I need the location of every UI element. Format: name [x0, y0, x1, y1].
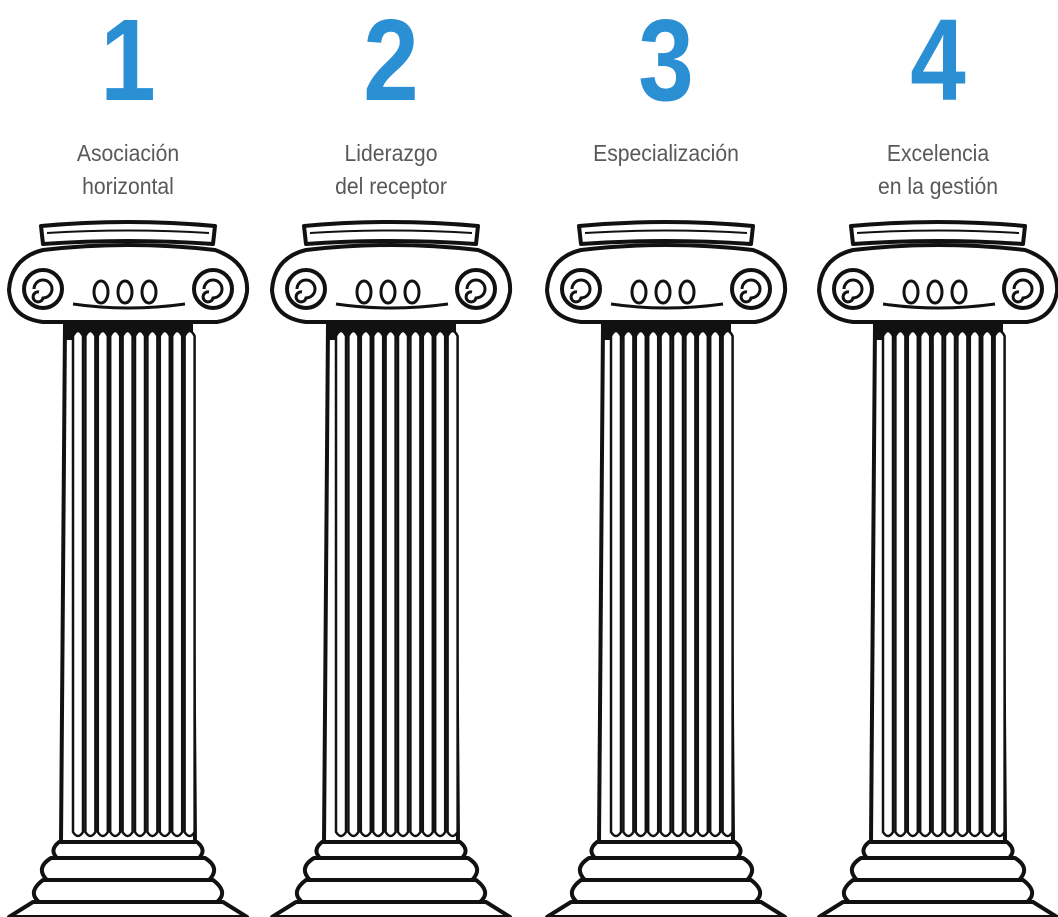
base-ring-upper [863, 842, 1012, 858]
echinus-egg [142, 281, 156, 303]
base-plinth [272, 902, 510, 917]
base-plinth [547, 902, 785, 917]
shaft-flute [611, 331, 621, 836]
ionic-column-icon [813, 0, 1058, 917]
shaft-flute [895, 331, 905, 836]
volute-right [732, 270, 770, 308]
echinus-egg [680, 281, 694, 303]
shaft-flute [883, 331, 893, 836]
base-torus [42, 858, 214, 880]
volute-left [287, 270, 325, 308]
shaft-flute [933, 331, 943, 836]
shaft-flute [336, 331, 346, 836]
shaft-flute [423, 331, 433, 836]
shaft-flute [73, 331, 83, 836]
ionic-column-icon [266, 0, 516, 917]
echinus-egg [952, 281, 966, 303]
volute-right [1004, 270, 1042, 308]
echinus-egg [656, 281, 670, 303]
shaft-flute [970, 331, 980, 836]
echinus-egg [928, 281, 942, 303]
base-torus [580, 858, 752, 880]
volute-left [24, 270, 62, 308]
shaft-flute [185, 331, 195, 836]
shaft-flute [448, 331, 458, 836]
volute-right [194, 270, 232, 308]
base-scotia [572, 880, 760, 902]
shaft-flute [398, 331, 408, 836]
shaft-flute [623, 331, 633, 836]
base-scotia [297, 880, 485, 902]
pillar-4: 4 Excelencia en la gestión [813, 0, 1058, 917]
shaft-flute [386, 331, 396, 836]
shaft-flute [348, 331, 358, 836]
shaft-flute [636, 331, 646, 836]
echinus-egg [118, 281, 132, 303]
shaft-flute [723, 331, 733, 836]
echinus-egg [405, 281, 419, 303]
column-abacus [41, 222, 215, 244]
base-ring-upper [316, 842, 465, 858]
shaft-flute [373, 331, 383, 836]
shaft-flute [361, 331, 371, 836]
shaft-flute [123, 331, 133, 836]
volute-left [834, 270, 872, 308]
ionic-column-icon [3, 0, 253, 917]
base-plinth [819, 902, 1057, 917]
column-abacus [579, 222, 753, 244]
shaft-flute [982, 331, 992, 836]
pillar-1: 1 Asociación horizontal [3, 0, 253, 917]
shaft-flute [920, 331, 930, 836]
shaft-flute [661, 331, 671, 836]
base-scotia [34, 880, 222, 902]
echinus-egg [632, 281, 646, 303]
base-ring-upper [591, 842, 740, 858]
shaft-flute [945, 331, 955, 836]
column-abacus [851, 222, 1025, 244]
pillar-2: 2 Liderazgo del receptor [266, 0, 516, 917]
shaft-flute [98, 331, 108, 836]
echinus-egg [381, 281, 395, 303]
shaft-flute [110, 331, 120, 836]
echinus-egg [904, 281, 918, 303]
shaft-flute [135, 331, 145, 836]
shaft-flute [710, 331, 720, 836]
base-scotia [844, 880, 1032, 902]
shaft-flute [435, 331, 445, 836]
base-torus [852, 858, 1024, 880]
shaft-flute [160, 331, 170, 836]
shaft-flute [172, 331, 182, 836]
base-plinth [9, 902, 247, 917]
shaft-flute [995, 331, 1005, 836]
shaft-flute [410, 331, 420, 836]
shaft-flute [957, 331, 967, 836]
echinus-egg [94, 281, 108, 303]
shaft-flute [685, 331, 695, 836]
shaft-flute [673, 331, 683, 836]
shaft-flute [147, 331, 157, 836]
echinus-egg [357, 281, 371, 303]
shaft-flute [908, 331, 918, 836]
base-ring-upper [53, 842, 202, 858]
pillar-3: 3 Especialización [541, 0, 791, 917]
shaft-flute [698, 331, 708, 836]
base-torus [305, 858, 477, 880]
column-abacus [304, 222, 478, 244]
shaft-flute [648, 331, 658, 836]
ionic-column-icon [541, 0, 791, 917]
volute-right [457, 270, 495, 308]
shaft-flute [85, 331, 95, 836]
volute-left [562, 270, 600, 308]
